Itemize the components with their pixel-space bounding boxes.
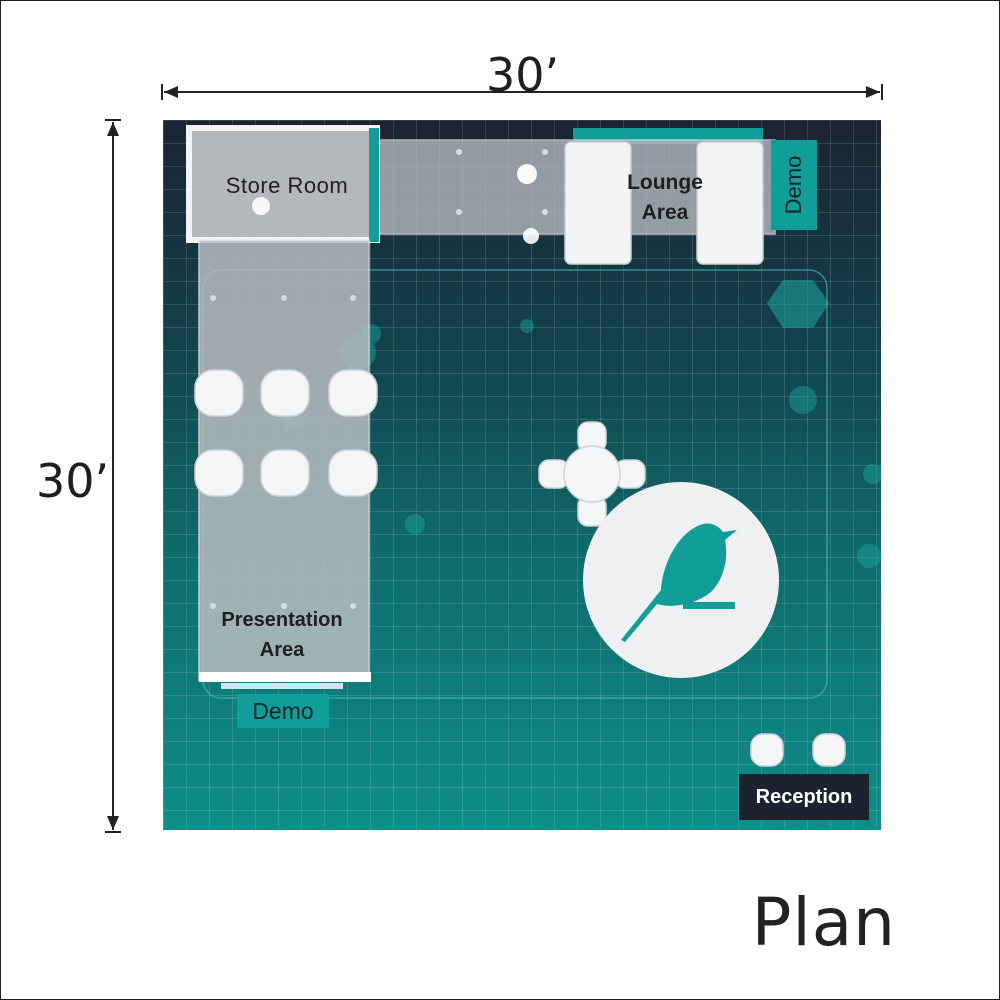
presentation-area-label-line2: Area [259,639,305,661]
width-dimension-label: 30’ [486,48,560,102]
demo-station-top: Demo [771,140,817,230]
chair-icon [194,369,378,497]
lounge-area-label-line2: Area [641,201,689,224]
reception-desk: Reception [739,774,869,820]
demo-top-label: Demo [781,155,806,215]
presentation-area-label-line1: Presentation [221,609,343,631]
round-table-icon [538,421,646,527]
height-dimension-label: 30’ [36,454,110,508]
sofa-icon [564,141,764,265]
booth-floor: Store Room Lounge Area Presentation Area… [163,120,881,830]
demo-station-bottom: Demo [237,694,329,728]
chair-icon [750,733,846,767]
width-dimension-arrow-icon [161,84,883,100]
store-room-label: Store Room [225,173,349,198]
lounge-area-label-line1: Lounge [627,171,703,194]
plan-title: Plan [751,884,896,961]
height-dimension-arrow-icon [105,119,121,833]
bird-logo-icon [621,523,737,642]
